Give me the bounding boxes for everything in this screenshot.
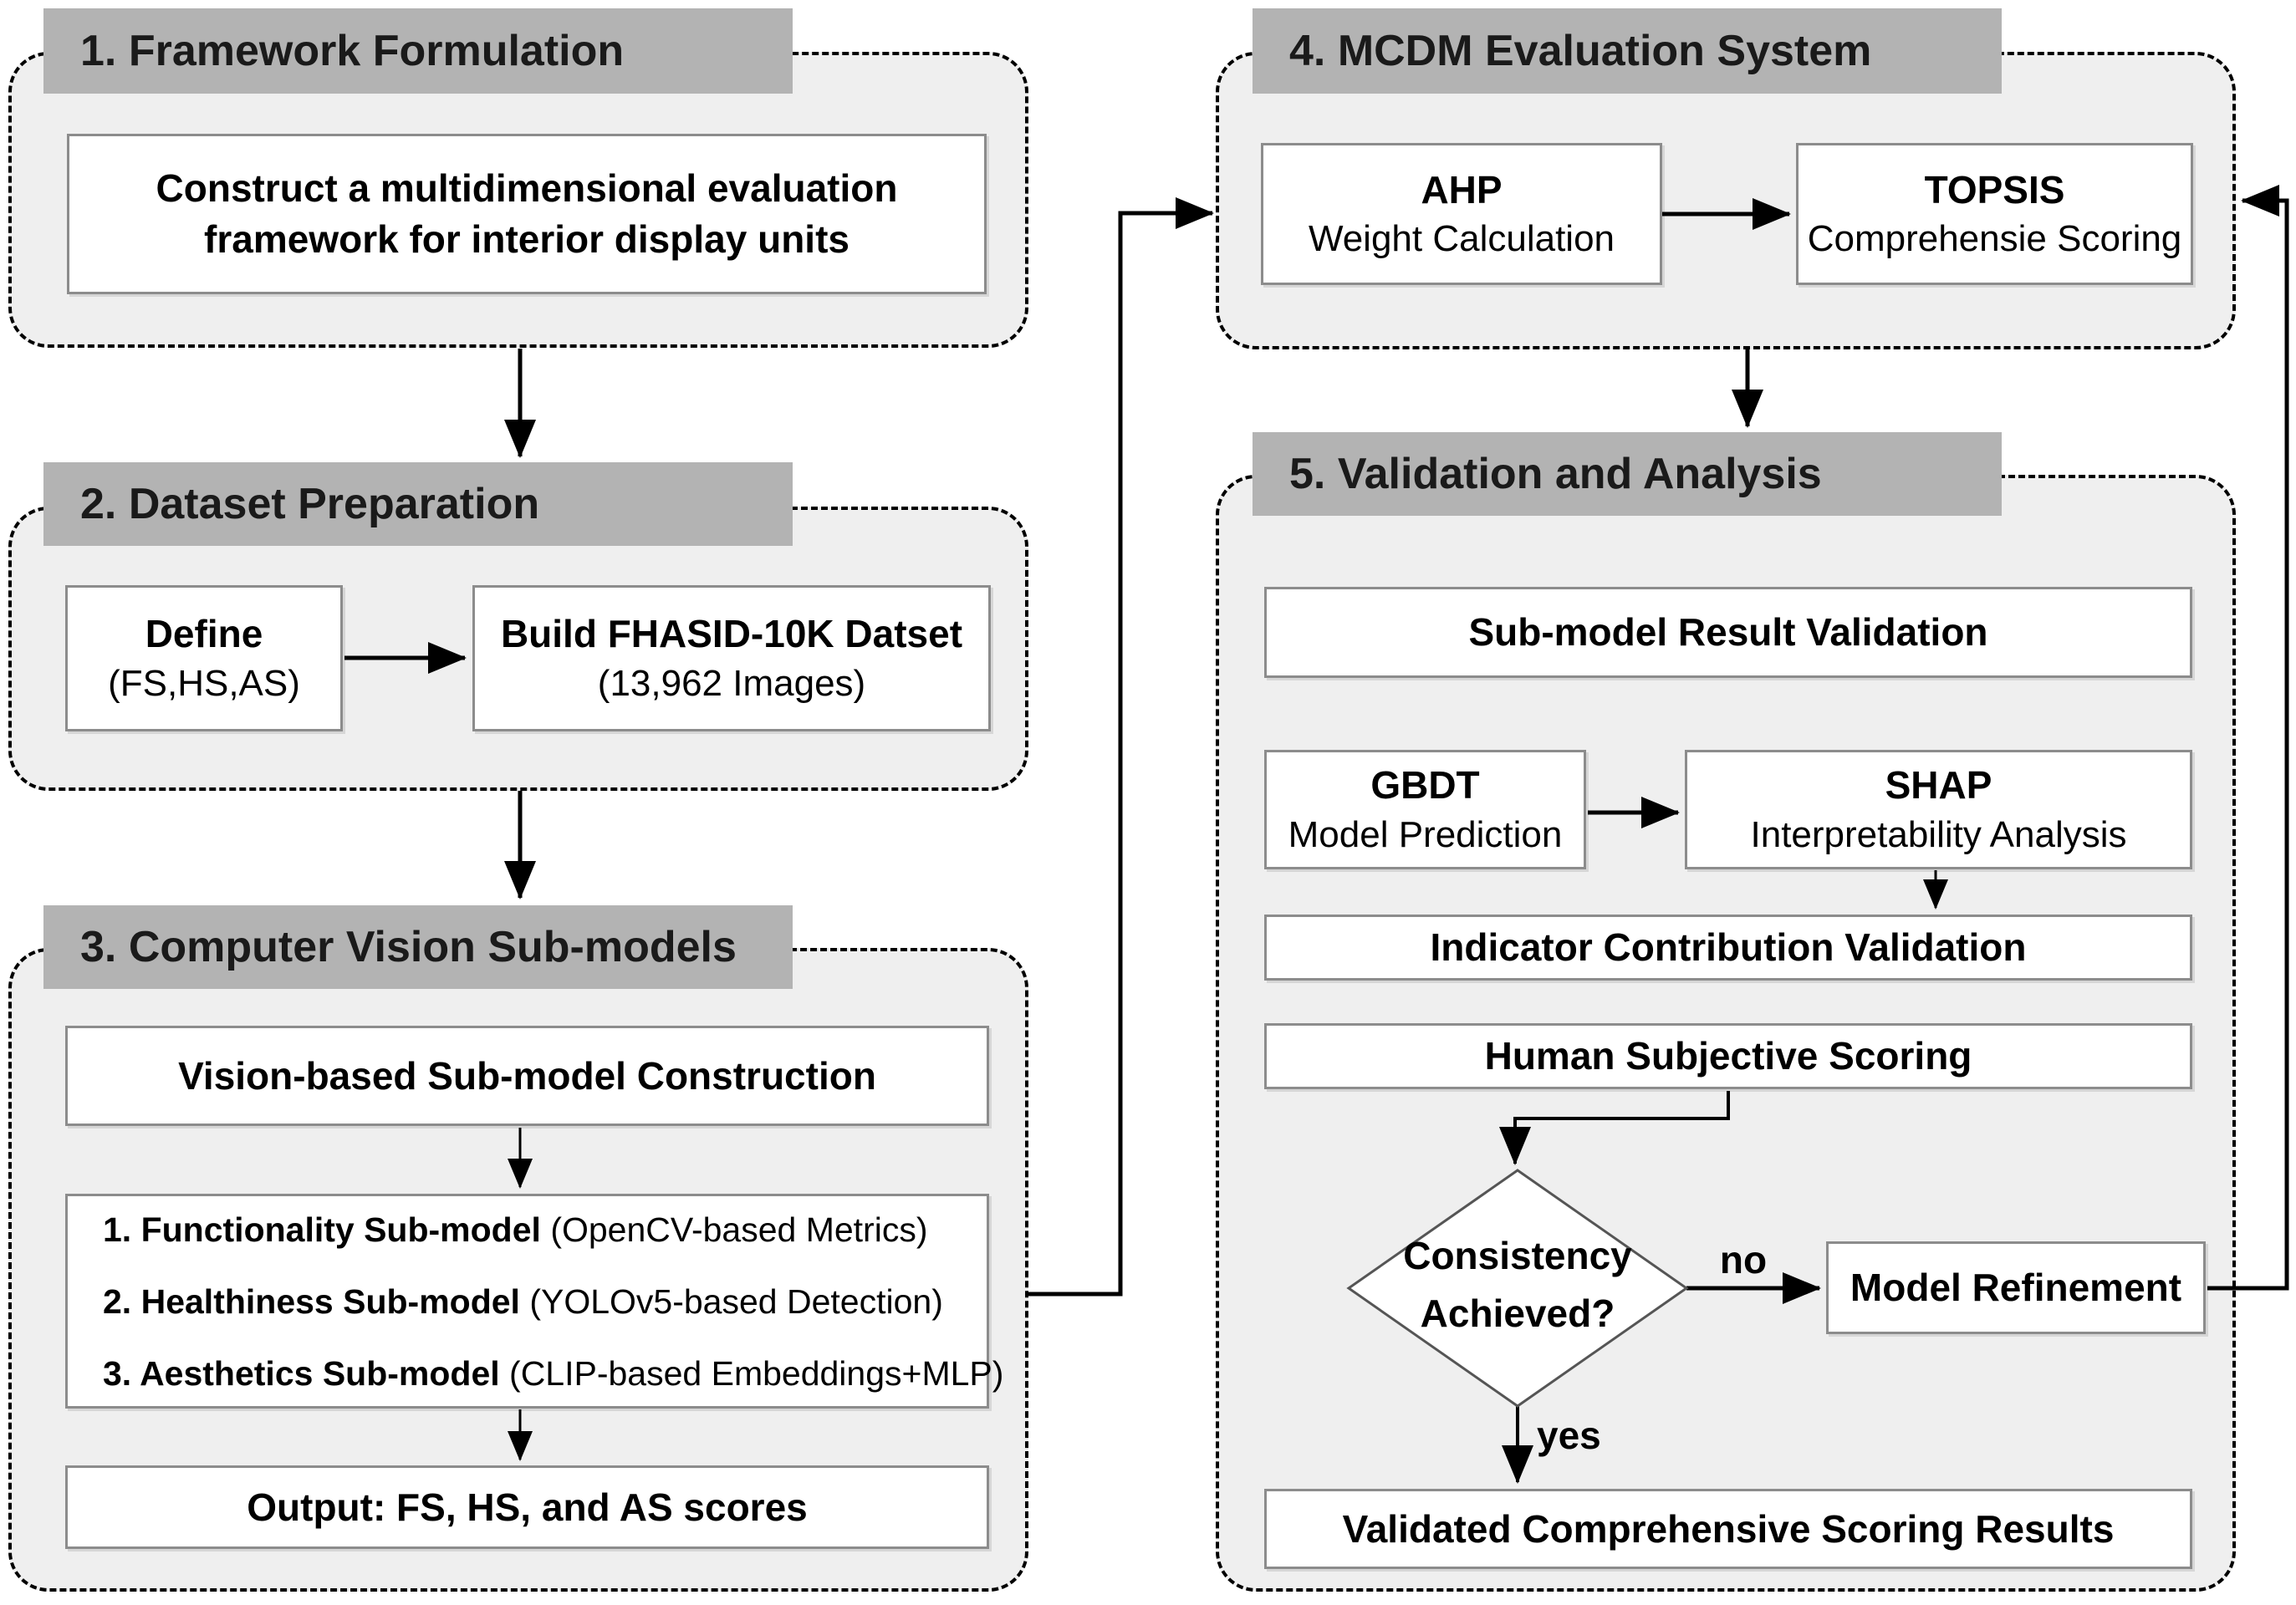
vision-title: Vision-based Sub-model Construction — [178, 1053, 876, 1098]
node-indicator-validation: Indicator Contribution Validation — [1264, 915, 2192, 981]
topsis-title: TOPSIS — [1924, 167, 2065, 211]
submodel-item-1-strong: 1. Functionality Sub-model — [103, 1210, 541, 1249]
node-gbdt: GBDT Model Prediction — [1264, 750, 1586, 869]
submodel-item-2-strong: 2. Healthiness Sub-model — [103, 1281, 520, 1321]
gbdt-subtitle: Model Prediction — [1288, 813, 1563, 855]
consistency-line-1: Consistency — [1403, 1234, 1632, 1277]
submodel-validation-title: Sub-model Result Validation — [1468, 610, 1988, 655]
node-output-scores: Output: FS, HS, and AS scores — [65, 1465, 989, 1549]
ahp-title: AHP — [1421, 167, 1503, 211]
connector-cv-to-mcdm — [1027, 197, 1214, 1297]
edge-label-no: no — [1719, 1238, 1768, 1281]
section-1-title: 1. Framework Formulation — [80, 27, 625, 75]
node-submodel-validation: Sub-model Result Validation — [1264, 587, 2192, 678]
node-topsis: TOPSIS Comprehensie Scoring — [1796, 143, 2193, 285]
human-title: Human Subjective Scoring — [1484, 1034, 1972, 1078]
shap-subtitle: Interpretability Analysis — [1750, 813, 2127, 855]
shap-title: SHAP — [1885, 763, 1992, 808]
consistency-diamond — [1346, 1169, 1689, 1408]
node-validated-results: Validated Comprehensive Scoring Results — [1264, 1489, 2192, 1569]
define-title: Define — [145, 612, 263, 656]
submodel-item-2-rest: (YOLOv5-based Detection) — [519, 1281, 943, 1321]
node-human-scoring: Human Subjective Scoring — [1264, 1023, 2192, 1089]
submodel-item-3-rest: (CLIP-based Embeddings+MLP) — [499, 1353, 1004, 1393]
construct-line-1: Construct a multidimensional evaluation — [156, 166, 898, 211]
section-4-header: 4. MCDM Evaluation System — [1253, 8, 2002, 94]
section-5-header: 5. Validation and Analysis — [1253, 432, 2002, 516]
node-shap: SHAP Interpretability Analysis — [1685, 750, 2192, 869]
node-model-refinement: Model Refinement — [1826, 1241, 2206, 1334]
consistency-diamond-label: Consistency Achieved? — [1350, 1227, 1685, 1343]
submodel-item-functionality: 1. Functionality Sub-model (OpenCV-based… — [103, 1194, 927, 1266]
submodel-item-healthiness: 2. Healthiness Sub-model (YOLOv5-based D… — [103, 1266, 943, 1338]
section-2-title: 2. Dataset Preparation — [80, 480, 540, 528]
section-1-header: 1. Framework Formulation — [43, 8, 793, 94]
validated-title: Validated Comprehensive Scoring Results — [1342, 1506, 2115, 1551]
submodel-item-1-rest: (OpenCV-based Metrics) — [540, 1210, 928, 1249]
topsis-subtitle: Comprehensie Scoring — [1807, 218, 2182, 260]
connector-refinement-feedback — [2207, 185, 2289, 1291]
output-title: Output: FS, HS, and AS scores — [247, 1485, 808, 1529]
section-2-header: 2. Dataset Preparation — [43, 462, 793, 546]
define-subtitle: (FS,HS,AS) — [108, 662, 300, 704]
build-subtitle: (13,962 Images) — [597, 662, 866, 704]
submodel-item-aesthetics: 3. Aesthetics Sub-model (CLIP-based Embe… — [103, 1338, 1003, 1409]
node-construct-framework: Construct a multidimensional evaluation … — [67, 134, 987, 294]
section-3-title: 3. Computer Vision Sub-models — [80, 923, 737, 971]
edge-label-yes: yes — [1537, 1414, 1601, 1457]
build-title: Build FHASID-10K Datset — [500, 612, 963, 656]
node-define: Define (FS,HS,AS) — [65, 585, 343, 731]
submodel-item-3-strong: 3. Aesthetics Sub-model — [103, 1353, 500, 1393]
gbdt-title: GBDT — [1370, 763, 1480, 808]
node-vision-construction: Vision-based Sub-model Construction — [65, 1026, 989, 1126]
section-3-header: 3. Computer Vision Sub-models — [43, 905, 793, 989]
section-4-title: 4. MCDM Evaluation System — [1289, 27, 1872, 75]
node-build-dataset: Build FHASID-10K Datset (13,962 Images) — [472, 585, 991, 731]
connector-human-to-consistency — [1499, 1091, 1730, 1165]
consistency-line-2: Achieved? — [1420, 1292, 1615, 1335]
node-ahp: AHP Weight Calculation — [1261, 143, 1662, 285]
section-5-title: 5. Validation and Analysis — [1289, 450, 1822, 498]
node-submodel-list: 1. Functionality Sub-model (OpenCV-based… — [65, 1194, 1003, 1409]
construct-line-2: framework for interior display units — [204, 217, 850, 261]
ahp-subtitle: Weight Calculation — [1308, 218, 1615, 260]
indicator-title: Indicator Contribution Validation — [1430, 925, 2027, 970]
refinement-title: Model Refinement — [1850, 1266, 2182, 1310]
